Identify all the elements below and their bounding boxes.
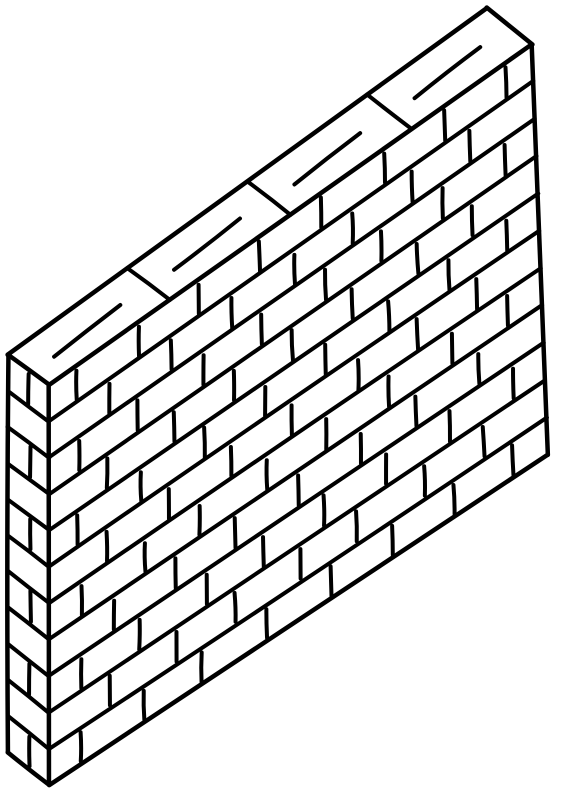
front-course-line bbox=[46, 116, 537, 460]
front-head-joint bbox=[505, 294, 510, 328]
front-head-joint bbox=[476, 352, 482, 387]
end-course-line bbox=[6, 497, 52, 533]
outline-right-edge bbox=[529, 42, 551, 458]
front-head-joint bbox=[356, 358, 361, 393]
wall-front-face bbox=[46, 65, 549, 764]
top-brick-centerline bbox=[292, 131, 363, 187]
top-brick-joint bbox=[125, 266, 172, 302]
front-head-joint bbox=[386, 374, 392, 409]
front-course-line bbox=[46, 78, 536, 424]
front-head-joint bbox=[447, 409, 453, 444]
front-head-joint bbox=[142, 541, 148, 574]
front-head-joint bbox=[474, 277, 480, 312]
top-brick-centerline bbox=[172, 216, 242, 272]
outline-bottom-front-edge bbox=[47, 452, 550, 788]
front-head-joint bbox=[168, 338, 174, 372]
end-head-joint bbox=[28, 588, 33, 624]
front-head-joint bbox=[79, 584, 85, 618]
top-brick-centerline bbox=[52, 303, 123, 359]
end-course-line bbox=[5, 605, 51, 642]
front-head-joint bbox=[296, 473, 301, 508]
front-head-joint bbox=[264, 607, 270, 641]
front-head-joint bbox=[480, 424, 487, 459]
front-head-joint bbox=[413, 394, 419, 428]
front-head-joint bbox=[232, 516, 238, 550]
front-course-line bbox=[46, 303, 545, 642]
front-head-joint bbox=[171, 410, 177, 444]
front-head-joint bbox=[104, 529, 110, 564]
end-course-line bbox=[5, 533, 51, 569]
front-head-joint bbox=[323, 342, 328, 377]
front-course-line bbox=[46, 266, 543, 606]
front-head-joint bbox=[504, 218, 510, 253]
wall-top-face bbox=[52, 45, 483, 359]
front-head-joint bbox=[322, 267, 329, 302]
front-head-joint bbox=[469, 204, 475, 238]
front-course-line bbox=[46, 228, 542, 569]
front-head-joint bbox=[289, 328, 295, 363]
front-head-joint bbox=[382, 151, 388, 185]
top-brick-joint bbox=[365, 92, 414, 131]
end-course-line bbox=[6, 389, 51, 424]
outline-corner-edge bbox=[46, 383, 52, 787]
front-head-joint bbox=[74, 368, 79, 402]
wall-outline bbox=[5, 5, 551, 788]
front-head-joint bbox=[510, 443, 516, 478]
front-head-joint bbox=[414, 242, 421, 276]
front-head-joint bbox=[409, 169, 415, 204]
front-head-joint bbox=[467, 128, 473, 164]
end-course-line bbox=[5, 461, 51, 496]
front-head-joint bbox=[256, 239, 263, 274]
front-head-joint bbox=[390, 523, 395, 558]
front-head-joint bbox=[511, 366, 516, 401]
end-course-line bbox=[6, 569, 51, 605]
front-head-joint bbox=[78, 730, 84, 764]
front-head-joint bbox=[264, 458, 270, 492]
front-head-joint bbox=[386, 299, 392, 334]
front-head-joint bbox=[328, 564, 334, 599]
front-head-joint bbox=[261, 535, 266, 569]
front-head-joint bbox=[446, 258, 452, 293]
front-head-joint bbox=[292, 252, 297, 287]
front-head-joint bbox=[442, 108, 448, 143]
outline-bottom-end-edge bbox=[5, 750, 52, 787]
wall-end-face bbox=[5, 372, 52, 769]
front-course-line bbox=[47, 378, 547, 715]
front-head-joint bbox=[137, 617, 142, 652]
outline-top-back-edge bbox=[5, 5, 490, 357]
front-course-line bbox=[47, 340, 546, 678]
front-head-joint bbox=[349, 287, 355, 321]
front-course-line bbox=[46, 415, 549, 752]
end-course-line bbox=[5, 713, 51, 751]
front-head-joint bbox=[141, 688, 147, 722]
front-head-joint bbox=[451, 482, 457, 516]
outline-top-left-edge bbox=[5, 352, 52, 387]
front-course-line bbox=[46, 153, 539, 497]
end-course-line bbox=[5, 641, 51, 679]
front-head-joint bbox=[414, 317, 421, 352]
front-head-joint bbox=[228, 444, 234, 478]
front-head-joint bbox=[104, 456, 110, 490]
front-head-joint bbox=[422, 464, 428, 498]
front-head-joint bbox=[321, 493, 327, 528]
top-brick-centerline bbox=[412, 45, 483, 101]
outline-top-front-edge bbox=[46, 42, 535, 388]
front-head-joint bbox=[378, 229, 384, 263]
top-brick-joint bbox=[245, 179, 293, 217]
front-head-joint bbox=[354, 509, 359, 544]
end-course-line bbox=[5, 424, 52, 460]
front-head-joint bbox=[229, 296, 235, 331]
front-head-joint bbox=[202, 425, 207, 460]
front-head-joint bbox=[232, 590, 238, 624]
front-head-joint bbox=[350, 211, 355, 246]
front-head-joint bbox=[502, 143, 508, 178]
outline-top-right-edge bbox=[484, 5, 535, 47]
outline-left-edge bbox=[5, 352, 11, 755]
front-head-joint bbox=[503, 65, 509, 100]
front-head-joint bbox=[138, 470, 144, 504]
front-head-joint bbox=[259, 312, 264, 346]
